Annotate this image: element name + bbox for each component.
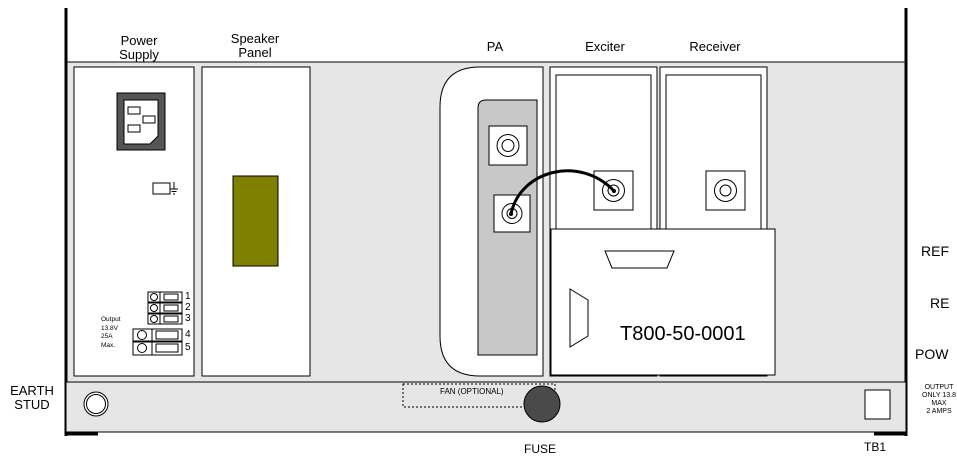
earth-stud-line2: STUD: [14, 397, 50, 413]
exciter-part-number: T800-50-0001: [620, 323, 746, 345]
terminal-number-5: 5: [185, 342, 191, 353]
output-note-line4: 2 AMPS: [926, 408, 952, 415]
output-note-line3: MAX: [931, 400, 947, 407]
re-label: RE: [930, 295, 950, 311]
output-rating-label: Output 13.8V 25A Max.: [101, 316, 121, 350]
pa-top-connector-icon: [488, 125, 528, 166]
output-label-line1: Output: [101, 316, 121, 323]
tb1-label: TB1: [864, 440, 887, 454]
header-power-supply: Power Supply: [99, 33, 179, 63]
header-power-supply-line1: Power: [120, 33, 158, 48]
output-note: OUTPUT ONLY 13.8 MAX 2 AMPS: [908, 384, 957, 416]
header-speaker-panel-line2: Panel: [238, 45, 272, 61]
side-connector-icon: [569, 288, 589, 348]
header-speaker-panel-line1: Speaker: [230, 31, 280, 46]
header-pa: PA: [486, 39, 504, 54]
speaker-grille: [232, 175, 279, 267]
output-label-line4: Max.: [101, 341, 116, 349]
d-sub-connector-icon: [604, 250, 675, 269]
exciter-label-plate: [550, 228, 776, 376]
fuse-icon: [523, 385, 561, 423]
ref-label: REF: [921, 243, 949, 259]
header-power-supply-line2: Supply: [119, 47, 159, 63]
coax-cable: [509, 169, 616, 215]
speaker-panel-module: [201, 66, 311, 377]
fan-outline: [402, 383, 556, 408]
ground-terminal-icon: [152, 182, 178, 195]
output-label-line3: 25A: [101, 333, 113, 340]
header-exciter: Exciter: [585, 39, 625, 54]
terminal-number-3: 3: [185, 313, 191, 324]
power-supply-module: [73, 66, 195, 377]
receiver-rf-connector-icon: [705, 170, 746, 211]
pow-label: POW: [915, 346, 949, 362]
iec-power-inlet-icon: [116, 92, 166, 151]
pa-module: [439, 66, 544, 377]
output-terminal-block: [132, 291, 183, 356]
output-note-line2: ONLY 13.8: [922, 392, 956, 399]
tb1-terminal: [864, 389, 891, 420]
output-label-line2: 13.8V: [101, 324, 118, 332]
header-speaker-panel: Speaker Panel: [215, 31, 295, 61]
earth-stud-label: EARTH STUD: [2, 383, 62, 413]
earth-stud-line1: EARTH: [10, 383, 54, 398]
fuse-label: FUSE: [524, 442, 557, 456]
earth-stud-icon: [83, 391, 109, 417]
fan-optional-label: FAN (OPTIONAL): [440, 387, 504, 396]
header-receiver: Receiver: [689, 39, 741, 54]
output-note-line1: OUTPUT: [924, 384, 954, 391]
terminal-number-4: 4: [185, 329, 191, 340]
terminal-number-1: 1: [185, 291, 191, 302]
terminal-number-2: 2: [185, 302, 191, 313]
